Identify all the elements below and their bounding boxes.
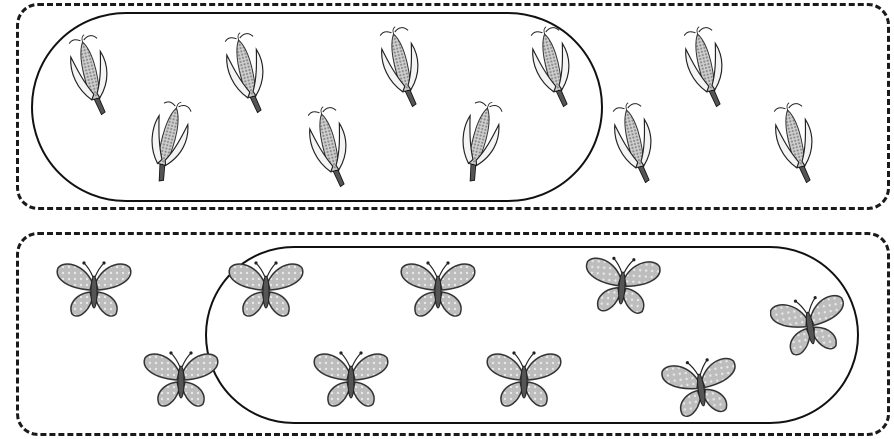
corn-icon [377, 24, 427, 112]
corn-icon [681, 24, 731, 112]
corn-icon [454, 98, 504, 186]
corn-icon [305, 104, 355, 192]
butterfly-icon [398, 258, 478, 322]
butterfly-icon [770, 294, 850, 358]
butterfly-icon [484, 348, 564, 412]
butterfly-icon [141, 348, 221, 412]
corn-icon [66, 32, 116, 120]
butterfly-icon [226, 258, 306, 322]
butterfly-icon [54, 258, 134, 322]
butterfly-icon [311, 348, 391, 412]
corn-icon [771, 100, 821, 188]
corn-icon [143, 98, 193, 186]
corn-icon [222, 30, 272, 118]
corn-icon [528, 24, 578, 112]
corn-icon [610, 100, 660, 188]
butterfly-icon [661, 356, 741, 420]
butterfly-icon [582, 254, 662, 318]
